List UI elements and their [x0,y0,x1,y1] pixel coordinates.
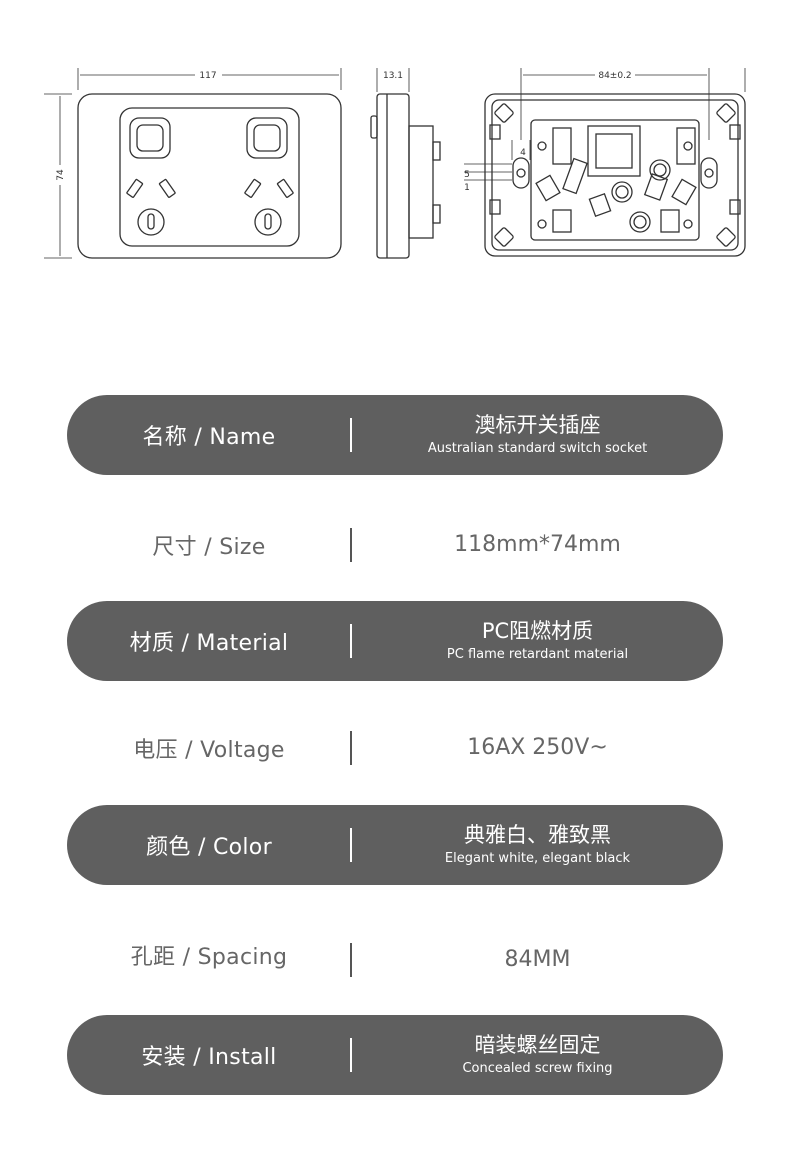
spec-row-install: 安装 / Install 暗装螺丝固定 Concealed screw fixi… [67,1015,723,1095]
spec-value-main: 118mm*74mm [454,532,621,557]
spec-row-spacing: 孔距 / Spacing 84MM [67,915,723,995]
spec-label: 材质 / Material [129,631,289,656]
front-view [44,68,342,259]
spec-value-main: 暗装螺丝固定 [474,1033,601,1057]
spec-row-size: 尺寸 / Size 118mm*74mm [67,505,723,585]
spec-value: 典雅白、雅致黑 Elegant white, elegant black [352,805,723,885]
spec-value-sub: PC flame retardant material [446,647,629,662]
spec-value: 84MM [352,915,723,995]
dim-side-depth: 13.1 [383,71,403,81]
spec-divider [350,731,352,765]
spec-row-name: 名称 / Name 澳标开关插座 Australian standard swi… [67,395,723,475]
dim-rear-5: 5 [464,170,470,180]
spec-value-sub: Australian standard switch socket [427,441,648,456]
spec-divider [350,1038,352,1072]
spec-row-color: 颜色 / Color 典雅白、雅致黑 Elegant white, elegan… [67,805,723,885]
side-view [370,68,441,259]
spec-label: 安装 / Install [141,1045,277,1070]
spec-value: 暗装螺丝固定 Concealed screw fixing [352,1015,723,1095]
spec-value: 16AX 250V~ [352,708,723,788]
spec-divider [350,418,352,452]
spec-label: 孔距 / Spacing [130,945,288,970]
spec-value-main: PC阻燃材质 [481,619,594,643]
spec-value: 118mm*74mm [352,505,723,585]
spec-label: 颜色 / Color [146,835,272,860]
spec-divider [350,943,352,977]
spec-label: 名称 / Name [142,425,276,450]
technical-drawing: 117 74 13.1 84±0.2 4 5 1 [44,68,746,259]
spec-value: PC阻燃材质 PC flame retardant material [352,601,723,681]
spec-label: 电压 / Voltage [133,738,285,763]
dim-rear-hole-spacing: 84±0.2 [598,71,631,81]
spec-value-main: 84MM [504,947,571,972]
dim-front-width: 117 [199,71,216,81]
spec-divider [350,624,352,658]
dim-rear-4: 4 [520,148,526,158]
spec-value-main: 典雅白、雅致黑 [464,823,611,847]
spec-value-sub: Concealed screw fixing [462,1061,613,1076]
dim-rear-1: 1 [464,183,470,193]
spec-value-main: 澳标开关插座 [474,413,601,437]
spec-value-main: 16AX 250V~ [467,735,608,760]
spec-row-voltage: 电压 / Voltage 16AX 250V~ [67,708,723,788]
spec-label: 尺寸 / Size [152,535,266,560]
spec-value: 澳标开关插座 Australian standard switch socket [352,395,723,475]
spec-divider [350,528,352,562]
spec-divider [350,828,352,862]
rear-view [464,68,746,257]
spec-row-material: 材质 / Material PC阻燃材质 PC flame retardant … [67,601,723,681]
dim-front-height: 74 [56,169,66,181]
spec-value-sub: Elegant white, elegant black [444,851,631,866]
